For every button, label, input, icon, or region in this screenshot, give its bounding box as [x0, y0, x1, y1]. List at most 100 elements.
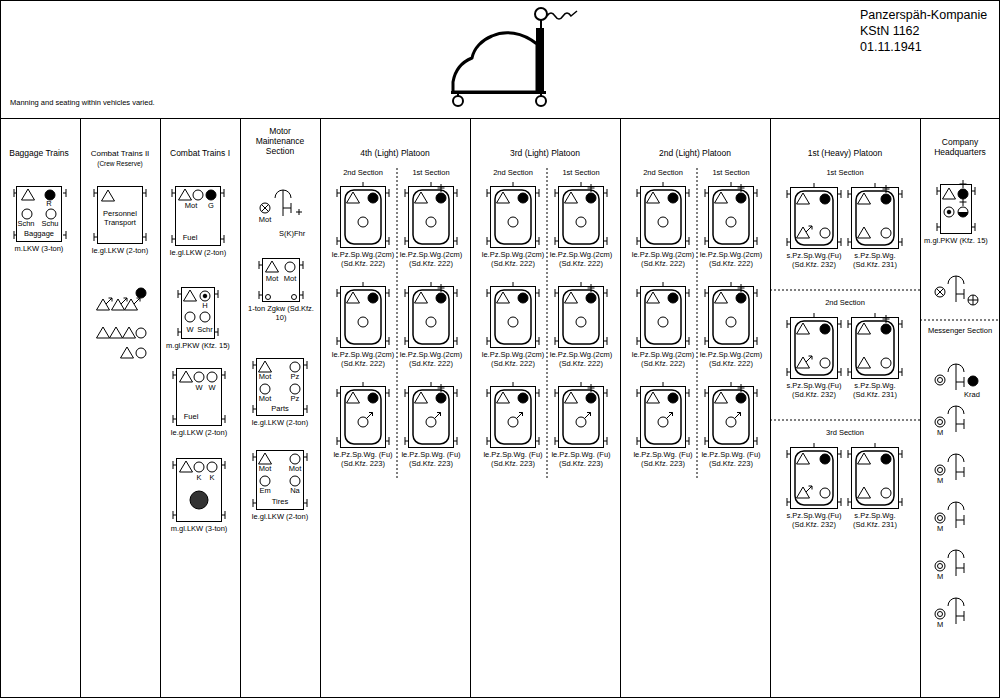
rule-line	[253, 361, 254, 369]
nco-symbol	[858, 453, 871, 464]
personnel-symbol	[958, 212, 968, 217]
rule-line	[806, 226, 812, 232]
nco-symbol	[259, 361, 272, 372]
rule-line	[367, 413, 373, 419]
rule-line	[637, 237, 638, 245]
crew-code: Schr	[197, 326, 212, 335]
rule-line	[964, 467, 965, 477]
personnel-symbol	[947, 210, 951, 214]
vehicle-label: le.gl.LKW (2-ton)	[245, 513, 315, 522]
vehicle-box: s.Pz.Sp.Wg.(Fu) (Sd.Kfz. 232)	[790, 187, 838, 249]
personnel-symbol	[726, 217, 736, 227]
rule-line	[590, 413, 591, 417]
rule-line	[964, 563, 965, 573]
rule-line	[956, 616, 964, 617]
rule-line	[964, 515, 965, 525]
nco-symbol	[858, 227, 871, 238]
nco-symbol	[715, 292, 728, 303]
rule-line	[555, 237, 556, 245]
vehicle-label: le.Pz.Sp.Wg.(2cm) (Sd.Kfz. 222)	[398, 251, 464, 268]
rule-line	[964, 289, 965, 299]
unit-column: Combat Trains II(Crew Reserve)Personnel …	[80, 119, 160, 698]
nco-symbol	[259, 453, 272, 464]
rule-line	[637, 389, 638, 397]
vehicle-label: 1-ton Zgkw (Sd.Kfz. 10)	[246, 305, 316, 322]
vehicle-box: le.Pz.Sp.Wg.(2cm) (Sd.Kfz. 222)	[490, 286, 536, 348]
rule-line	[848, 450, 849, 458]
vehicle-box: s.Pz.Sp.Wg. (Sd.Kfz. 231)	[851, 317, 899, 379]
rule-line	[607, 189, 608, 197]
hull-outline	[645, 390, 681, 444]
rule-line	[487, 237, 488, 245]
rule-line	[112, 298, 113, 302]
nco-symbol	[565, 392, 578, 403]
unit-column: 1st (Heavy) Platoons.Pz.Sp.Wg.(Fu) (Sd.K…	[770, 119, 920, 698]
rule-line	[705, 289, 706, 297]
personnel-symbol	[136, 348, 146, 358]
crew-code: Tires	[272, 498, 288, 507]
rule-line	[389, 237, 390, 245]
vehicle-box: MotMotEmNaTiresle.gl.LKW (2-ton)	[256, 450, 304, 510]
rule-line	[637, 337, 638, 345]
rule-line	[307, 361, 308, 369]
personnel-symbol	[207, 372, 217, 382]
vehicle-box: s.Pz.Sp.Wg. (Sd.Kfz. 231)	[851, 187, 899, 249]
personnel-symbol	[938, 420, 943, 425]
crew-code: Parts	[271, 405, 289, 414]
hull-outline	[713, 190, 749, 244]
hull-outline	[645, 290, 681, 344]
rule-line	[956, 472, 964, 473]
personnel-symbol	[881, 358, 891, 368]
rule-line	[841, 450, 842, 458]
rule-line	[973, 295, 974, 305]
vehicle-box: le.Pz.Sp.Wg.(2cm) (Sd.Kfz. 222)	[558, 286, 604, 348]
rule-line	[283, 208, 291, 209]
nco-symbol	[97, 299, 110, 310]
rule-line	[956, 276, 957, 302]
rule-line	[705, 237, 706, 245]
rule-line	[737, 412, 741, 413]
vehicle-box: s.Pz.Sp.Wg.(Fu) (Sd.Kfz. 232)	[790, 317, 838, 379]
rule-line	[757, 237, 758, 245]
section-label: Mot	[259, 216, 272, 225]
rule-line	[757, 289, 758, 297]
rule-line	[960, 202, 967, 203]
rule-line	[956, 454, 957, 480]
rule-line	[607, 237, 608, 245]
rule-line	[94, 233, 95, 241]
personnel-symbol	[935, 561, 945, 571]
rule-line	[262, 205, 269, 212]
rule-line	[809, 356, 813, 357]
vehicle-box: HWSchrm.gl.PKW (Kfz. 15)	[181, 287, 215, 339]
rule-line	[283, 190, 284, 216]
vehicle-box: Personnel Transportle.gl.LKW (2-ton)	[97, 186, 143, 244]
rule-line	[337, 189, 338, 197]
rule-line	[172, 189, 173, 197]
vehicle-box: s.Pz.Sp.Wg.(Fu) (Sd.Kfz. 232)	[790, 447, 838, 509]
personnel-symbol	[185, 312, 195, 322]
section-label: M	[937, 429, 943, 438]
personnel-symbol	[935, 513, 945, 523]
personnel-symbol	[935, 417, 945, 427]
unit-column: 3rd (Light) Platoonle.Pz.Sp.Wg.(2cm) (Sd…	[470, 119, 620, 698]
personnel-symbol	[193, 190, 203, 200]
personnel-symbol	[736, 193, 746, 203]
personnel-symbol	[358, 217, 368, 227]
hull-outline	[345, 290, 381, 344]
rule-line	[121, 298, 127, 304]
crew-code: Fuel	[183, 234, 198, 243]
personnel-symbol	[668, 293, 678, 303]
rule-line	[689, 389, 690, 397]
nco-symbol	[715, 392, 728, 403]
section-label: M	[937, 573, 943, 582]
vehicle-box: le.Pz.Sp.Wg.(2cm) (Sd.Kfz. 222)	[640, 286, 686, 348]
vehicle-box: le.Pz.Sp.Wg.(2cm) (Sd.Kfz. 222)	[708, 286, 754, 348]
section-label: 1st Section	[712, 169, 749, 178]
rule-line	[389, 337, 390, 345]
rule-line	[689, 289, 690, 297]
rule-line	[689, 437, 690, 445]
crew-code: G	[208, 202, 214, 211]
crew-code: Mot	[259, 373, 272, 382]
personnel-symbol	[935, 609, 945, 619]
rule-line	[389, 437, 390, 445]
